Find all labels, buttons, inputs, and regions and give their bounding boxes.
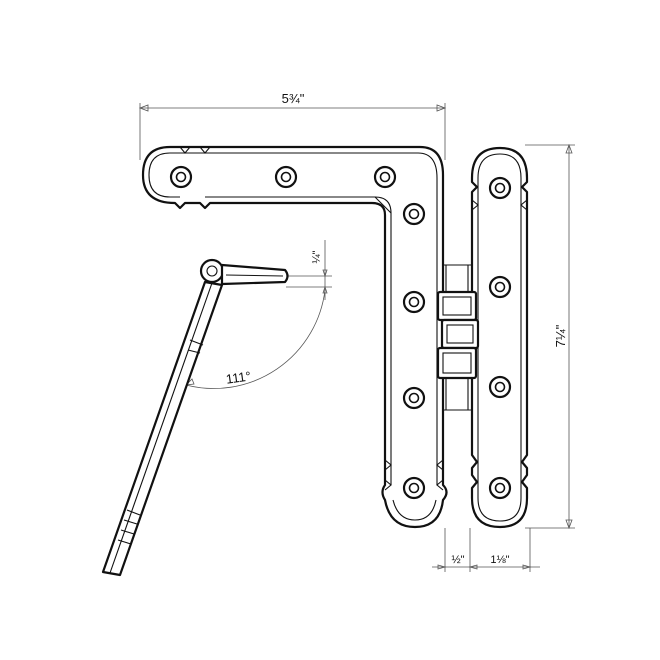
swing-angle-label: 111° bbox=[225, 368, 252, 386]
l-leaf-screw-holes bbox=[169, 165, 426, 500]
dimension-lines bbox=[138, 103, 575, 572]
straight-leaf-screw-holes bbox=[488, 176, 512, 500]
leaf-width-label: 1⅛" bbox=[490, 554, 509, 566]
hinge-knuckles bbox=[436, 264, 480, 411]
straight-leaf bbox=[470, 146, 529, 529]
gap-width-label: ½" bbox=[451, 554, 464, 566]
overall-height-label: 7¼" bbox=[553, 324, 568, 347]
top-width-label: 5¾" bbox=[282, 91, 305, 106]
side-view-leaf bbox=[101, 258, 289, 577]
offset-depth-label: ¼" bbox=[311, 250, 323, 263]
